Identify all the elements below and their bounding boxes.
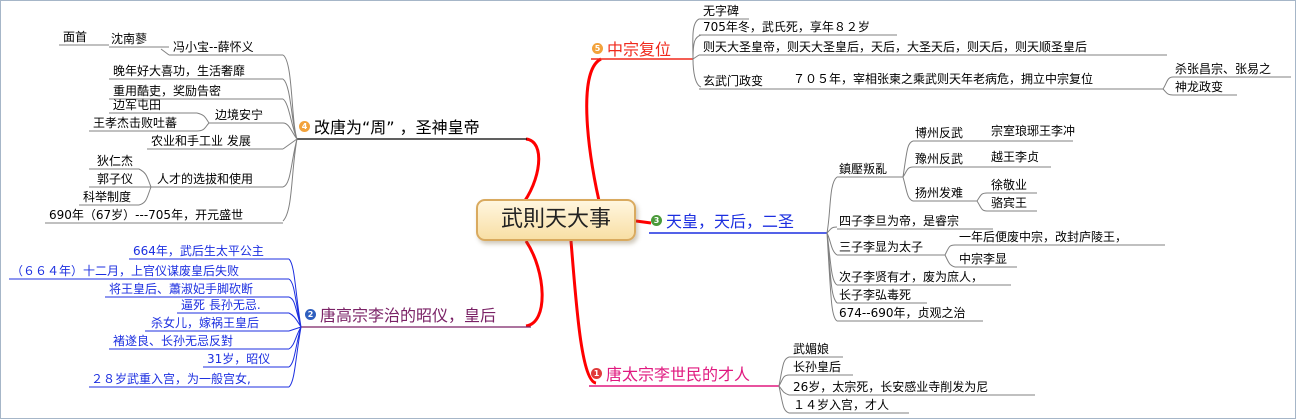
node-b3-6[interactable]: 徐敬业: [991, 178, 1028, 192]
trunk-b3: [635, 219, 652, 225]
node-b3-5[interactable]: 扬州发难: [915, 186, 964, 200]
priority-badge-3: 3: [651, 215, 662, 226]
node-b3-2[interactable]: 宗室琅琊王李冲: [991, 124, 1076, 138]
node-b1-1[interactable]: 长孙皇后: [793, 360, 842, 374]
node-b3-0[interactable]: 鎮壓叛亂: [839, 162, 888, 176]
branch-4-topic[interactable]: 4 改唐为“周” ，圣神皇帝: [299, 118, 480, 138]
node-b3-11[interactable]: 中宗李显: [959, 252, 1008, 266]
fan-b4: [282, 54, 298, 222]
branch-2-label: 唐高宗李治的昭仪，皇后: [320, 306, 497, 325]
node-b4-7[interactable]: 王孝杰击败吐蕃: [93, 116, 178, 130]
node-b3-9[interactable]: 三子李显为太子: [839, 240, 924, 254]
node-b4-8[interactable]: 农业和手工业 发展: [151, 134, 251, 148]
trunk-b2: [524, 240, 544, 328]
node-b1-3[interactable]: １４岁入宫，才人: [793, 398, 890, 412]
node-b3-10[interactable]: 一年后便废中宗，改封庐陵王，: [959, 230, 1128, 244]
priority-badge-4: 4: [299, 121, 310, 132]
central-topic[interactable]: 武則天大事: [476, 199, 636, 241]
node-b5-4[interactable]: ７０５年，宰相张柬之乘武则天年老病危，拥立中宗复位: [793, 72, 1094, 86]
trunk-b4: [519, 137, 541, 207]
node-b4-5[interactable]: 边境安宁: [215, 108, 264, 122]
node-b5-2[interactable]: 则天大圣皇帝，则天大圣皇后，天后，大圣天后，则天后，则天顺圣皇后: [703, 40, 1088, 54]
node-b3-8[interactable]: 四子李旦为帝，是睿宗: [839, 214, 960, 228]
priority-badge-5: 5: [592, 43, 603, 54]
branch-1-topic[interactable]: 1 唐太宗李世民的才人: [591, 365, 750, 385]
fan-b1: [778, 356, 790, 414]
fan-b4-9: [138, 168, 152, 206]
node-b2-3[interactable]: 逼死 長孙无忌.: [181, 298, 261, 312]
node-b4-12[interactable]: 科举制度: [83, 190, 132, 204]
node-b4-1[interactable]: 沈南蓼: [111, 32, 148, 46]
node-b4-10[interactable]: 狄仁杰: [97, 154, 134, 168]
branch-2-topic[interactable]: 2 唐高宗李治的昭仪，皇后: [305, 306, 496, 326]
node-b4-6[interactable]: 边军屯田: [113, 98, 162, 112]
node-b2-2[interactable]: 将王皇后、蕭淑妃手脚砍断: [109, 282, 254, 296]
node-b4-11[interactable]: 郭子仪: [97, 172, 134, 186]
node-b4-3[interactable]: 晚年好大喜功，生活奢靡: [113, 64, 246, 78]
node-b5-5[interactable]: 杀张昌宗、张易之: [1175, 62, 1272, 76]
priority-badge-1: 1: [591, 368, 602, 379]
branch-5-topic[interactable]: 5 中宗复位: [592, 40, 671, 60]
node-b2-5[interactable]: 褚遂良、长孙无忌反對: [113, 334, 234, 348]
node-b2-0[interactable]: 664年，武后生太平公主: [133, 244, 264, 258]
priority-badge-2: 2: [305, 309, 316, 320]
node-b5-3[interactable]: 玄武门政变: [703, 74, 764, 88]
branch-4-label: 改唐为“周” ，圣神皇帝: [314, 118, 480, 137]
node-b3-14[interactable]: 674--690年，贞观之治: [839, 306, 966, 320]
node-b3-12[interactable]: 次子李贤有才，废为庶人，: [839, 270, 984, 284]
trunk-b5: [585, 57, 603, 210]
fan-b3-0: [902, 140, 914, 202]
node-b5-0[interactable]: 无字碑: [703, 4, 740, 18]
fan-b3-9: [944, 244, 956, 268]
node-b2-6[interactable]: 31岁，昭仪: [207, 352, 271, 366]
fan-b3: [826, 176, 838, 322]
fan-b2: [288, 258, 302, 388]
node-b4-13[interactable]: 690年（67岁）---705年，开元盛世: [49, 208, 244, 222]
branch-5-label: 中宗复位: [607, 40, 672, 59]
node-b3-13[interactable]: 长子李弘毒死: [839, 288, 912, 302]
fan-b4-1: [160, 48, 170, 56]
node-b5-1[interactable]: 705年冬，武氏死，享年８２岁: [703, 20, 870, 34]
node-b3-4[interactable]: 越王李贞: [991, 150, 1040, 164]
node-b3-3[interactable]: 豫州反武: [915, 152, 964, 166]
node-b3-7[interactable]: 骆宾王: [991, 196, 1028, 210]
node-b1-0[interactable]: 武媚娘: [793, 342, 830, 356]
branch-1-label: 唐太宗李世民的才人: [606, 365, 751, 384]
node-b2-4[interactable]: 杀女儿，嫁祸王皇后: [151, 316, 260, 330]
fan-b5: [692, 18, 702, 88]
node-b4-9[interactable]: 人才的选拔和使用: [157, 172, 254, 186]
node-b1-2[interactable]: 26岁，太宗死，长安感业寺削发为尼: [793, 380, 989, 394]
node-b2-7[interactable]: ２８岁武重入宫，为一般宫女,: [91, 372, 251, 386]
node-b3-1[interactable]: 博州反武: [915, 126, 964, 140]
node-b4-0[interactable]: 冯小宝--薛怀义: [173, 40, 254, 54]
node-b4-2[interactable]: 面首: [63, 30, 88, 44]
node-b5-6[interactable]: 神龙政变: [1175, 80, 1224, 94]
branch-3-topic[interactable]: 3 天皇，天后，二圣: [651, 212, 794, 232]
fan-b5-pol: [1162, 76, 1174, 96]
fan-b3-5: [976, 192, 988, 212]
node-b2-1[interactable]: （６６４年）十二月，上官仪谋废皇后失败: [11, 264, 240, 278]
fan-b4-5: [196, 112, 210, 132]
branch-3-label: 天皇，天后，二圣: [666, 212, 795, 231]
trunk-b1: [569, 240, 597, 385]
node-b4-4[interactable]: 重用酷吏，奖励告密: [113, 84, 222, 98]
